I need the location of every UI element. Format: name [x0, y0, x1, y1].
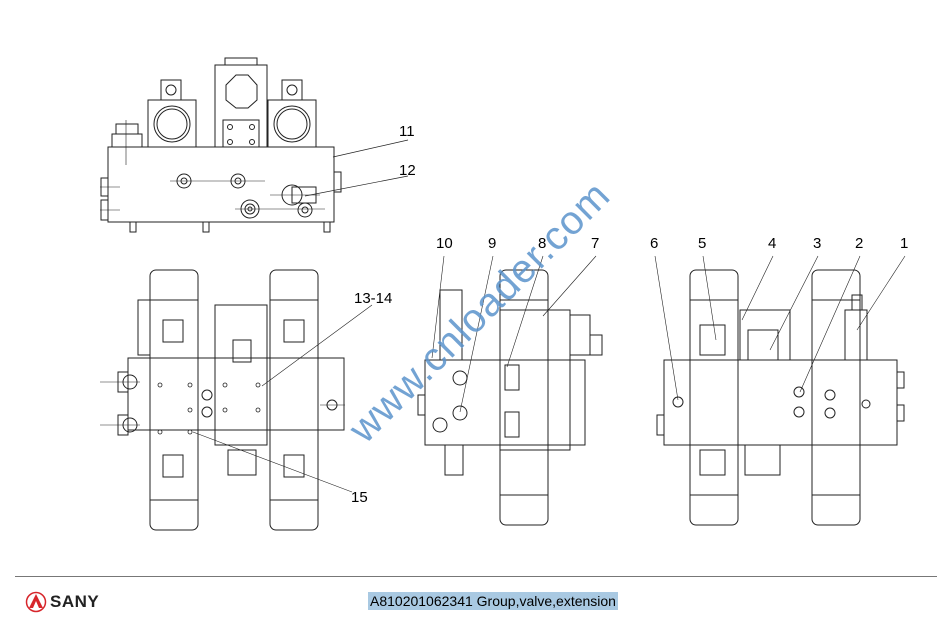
callout-11: 11: [399, 123, 415, 140]
left-view: [100, 269, 373, 531]
callout-10: 10: [436, 235, 453, 252]
part-caption: A810201062341 Group,valve,extension: [368, 592, 618, 610]
callout-2: 2: [855, 235, 864, 252]
callout-7: 7: [591, 235, 600, 252]
callout-5: 5: [698, 235, 707, 252]
middle-view: [417, 255, 603, 526]
callout-12: 12: [399, 162, 416, 179]
footer-divider: [15, 576, 937, 577]
sany-emblem-icon: [25, 591, 47, 613]
callout-9: 9: [488, 235, 497, 252]
callout-8: 8: [538, 235, 547, 252]
top-view: [100, 57, 409, 233]
callout-15: 15: [351, 489, 368, 506]
right-view: [654, 255, 906, 526]
callout-6: 6: [650, 235, 659, 252]
callout-1: 1: [900, 235, 909, 252]
callout-13-14: 13-14: [354, 290, 393, 307]
callout-4: 4: [768, 235, 777, 252]
callout-3: 3: [813, 235, 822, 252]
brand-name: SANY: [50, 592, 100, 611]
sany-logo: SANY: [25, 591, 99, 613]
